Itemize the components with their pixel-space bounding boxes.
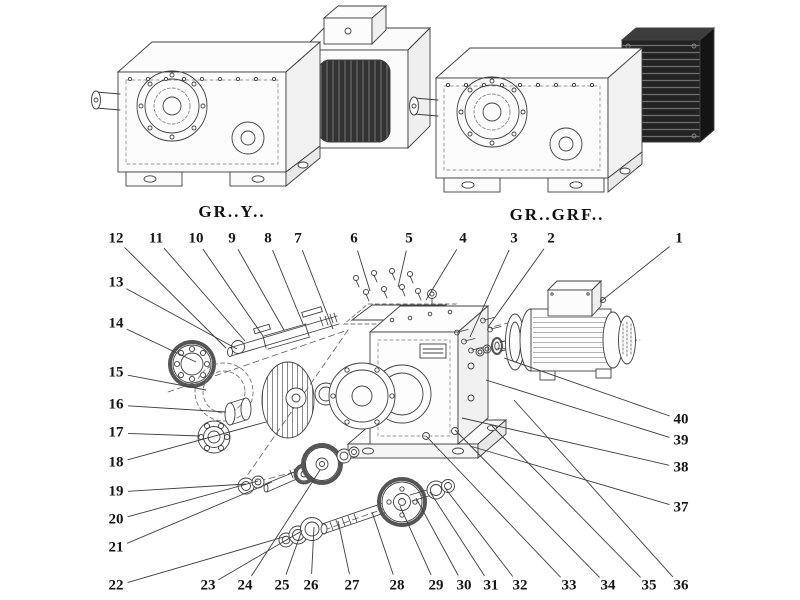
part-number-39: 39 bbox=[673, 432, 689, 449]
part-number-36: 36 bbox=[673, 577, 689, 594]
part-number-28: 28 bbox=[389, 577, 405, 594]
part-number-27: 27 bbox=[344, 577, 360, 594]
machine-view-gr-y bbox=[91, 5, 432, 187]
part-number-34: 34 bbox=[600, 577, 616, 594]
part-number-8: 8 bbox=[264, 230, 272, 247]
part-number-38: 38 bbox=[673, 459, 689, 476]
part-number-5: 5 bbox=[405, 230, 413, 247]
part-number-37: 37 bbox=[673, 499, 689, 516]
model-label-gr-y: GR..Y.. bbox=[198, 202, 266, 221]
part-number-29: 29 bbox=[428, 577, 444, 594]
part-number-23: 23 bbox=[200, 577, 216, 594]
part-number-10: 10 bbox=[188, 230, 204, 247]
part-number-21: 21 bbox=[108, 539, 124, 556]
part-number-16: 16 bbox=[108, 396, 124, 413]
part-number-18: 18 bbox=[108, 454, 124, 471]
exploded-view bbox=[167, 267, 641, 548]
part-number-11: 11 bbox=[148, 230, 164, 247]
model-label-gr-grf: GR..GRF.. bbox=[509, 205, 605, 224]
part-number-12: 12 bbox=[108, 230, 124, 247]
machine-view-gr-grf bbox=[409, 27, 716, 193]
part-number-9: 9 bbox=[228, 230, 236, 247]
part-number-40: 40 bbox=[673, 411, 689, 428]
part-number-26: 26 bbox=[303, 577, 319, 594]
part-number-13: 13 bbox=[108, 274, 124, 291]
part-number-14: 14 bbox=[108, 315, 124, 332]
part-number-6: 6 bbox=[350, 230, 358, 247]
part-number-20: 20 bbox=[108, 511, 124, 528]
part-number-19: 19 bbox=[108, 483, 124, 500]
part-number-4: 4 bbox=[459, 230, 467, 247]
part-number-22: 22 bbox=[108, 577, 124, 594]
part-number-24: 24 bbox=[237, 577, 253, 594]
part-number-15: 15 bbox=[108, 364, 124, 381]
part-number-35: 35 bbox=[641, 577, 657, 594]
part-number-7: 7 bbox=[294, 230, 302, 247]
part-number-17: 17 bbox=[108, 424, 124, 441]
part-number-32: 32 bbox=[512, 577, 528, 594]
part-number-30: 30 bbox=[456, 577, 472, 594]
part-number-2: 2 bbox=[547, 230, 555, 247]
part-number-31: 31 bbox=[483, 577, 499, 594]
part-number-3: 3 bbox=[510, 230, 518, 247]
part-number-33: 33 bbox=[561, 577, 577, 594]
part-number-1: 1 bbox=[675, 230, 683, 247]
part-number-25: 25 bbox=[274, 577, 290, 594]
